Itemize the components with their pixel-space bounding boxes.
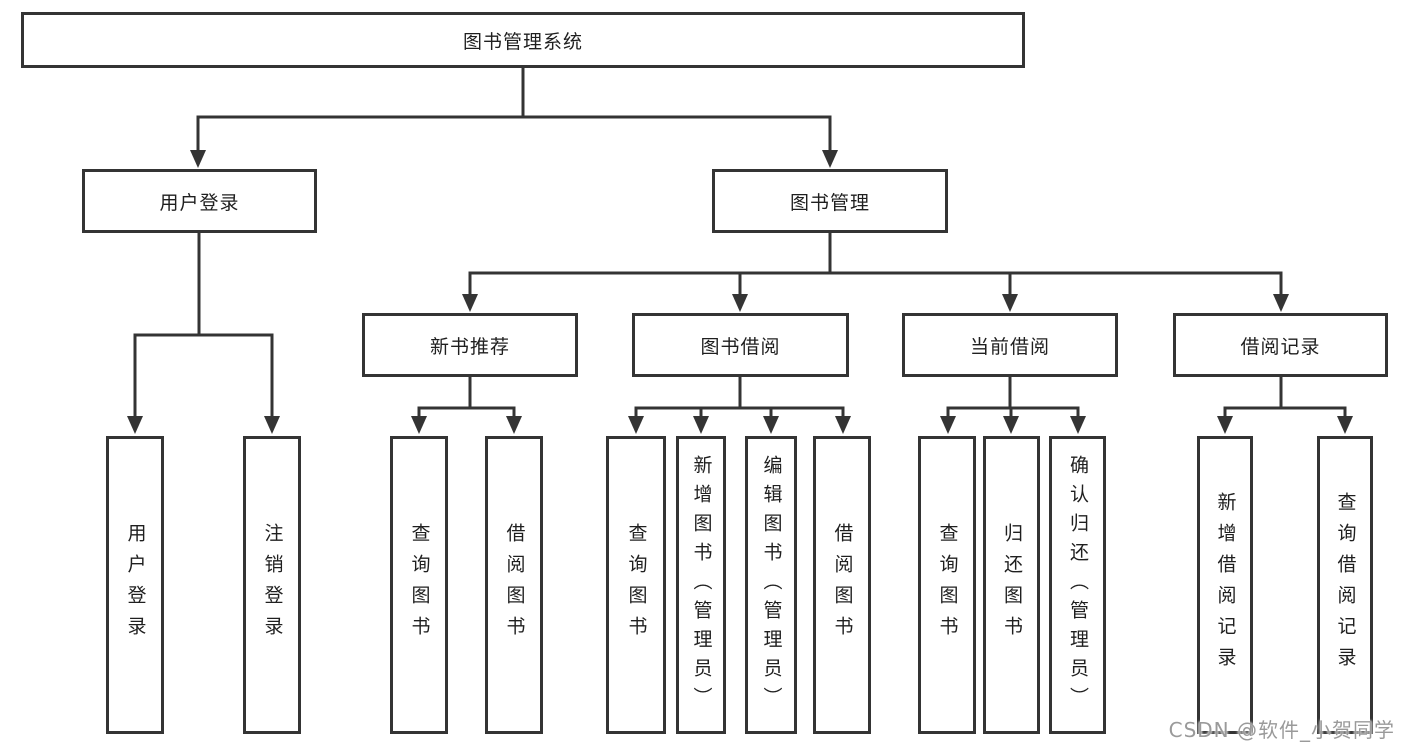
- leaf-label: 注销登录: [261, 523, 284, 647]
- leaf-user-login: 用户登录: [106, 436, 164, 734]
- leaf-label: 借阅图书: [503, 523, 526, 647]
- csdn-watermark: CSDN @软件_小贺同学: [1168, 718, 1395, 742]
- leaf-confirm-return-admin: 确认归还（管理员）: [1049, 436, 1106, 734]
- leaf-current-query-books: 查询图书: [918, 436, 976, 734]
- leaf-label: 查询图书: [936, 523, 959, 647]
- connector-group-borrow: [628, 375, 851, 434]
- leaf-label: 查询图书: [625, 523, 648, 647]
- leaf-label: 新增图书（管理员）: [690, 454, 713, 716]
- node-book-management-branch: 图书管理: [712, 169, 948, 233]
- connector-login-branch: [127, 231, 280, 434]
- connector-group-current: [940, 375, 1086, 434]
- leaf-edit-books-admin: 编辑图书（管理员）: [745, 436, 797, 734]
- node-label: 图书管理: [789, 191, 870, 214]
- connector-root: [190, 66, 838, 168]
- leaf-label: 编辑图书（管理员）: [760, 454, 783, 716]
- connector-group-records: [1217, 375, 1353, 434]
- leaf-label: 查询借阅记录: [1334, 492, 1357, 678]
- node-label: 新书推荐: [429, 335, 510, 358]
- leaf-label: 归还图书: [1001, 523, 1023, 647]
- leaf-label: 确认归还（管理员）: [1067, 454, 1089, 716]
- node-label: 用户登录: [159, 191, 240, 214]
- node-current-borrow: 当前借阅: [902, 313, 1118, 377]
- node-book-borrow: 图书借阅: [632, 313, 849, 377]
- node-label: 图书管理系统: [462, 30, 583, 53]
- connector-group-recommend: [411, 375, 522, 434]
- leaf-recommend-borrow-books: 借阅图书: [485, 436, 543, 734]
- connector-management-branch: [462, 231, 1289, 312]
- leaf-label: 新增借阅记录: [1214, 492, 1237, 678]
- node-user-login-branch: 用户登录: [82, 169, 317, 233]
- leaf-label: 借阅图书: [831, 523, 854, 647]
- leaf-add-books-admin: 新增图书（管理员）: [676, 436, 726, 734]
- leaf-logout: 注销登录: [243, 436, 301, 734]
- node-root-library-system: 图书管理系统: [21, 12, 1025, 68]
- node-label: 当前借阅: [969, 335, 1050, 358]
- leaf-label: 用户登录: [124, 523, 147, 647]
- leaf-borrow-books: 借阅图书: [813, 436, 871, 734]
- node-borrow-records: 借阅记录: [1173, 313, 1388, 377]
- node-label: 借阅记录: [1240, 335, 1321, 358]
- leaf-label: 查询图书: [408, 523, 431, 647]
- node-new-book-recommend: 新书推荐: [362, 313, 578, 377]
- leaf-add-borrow-record: 新增借阅记录: [1197, 436, 1253, 734]
- leaf-return-books: 归还图书: [983, 436, 1040, 734]
- leaf-borrow-query-books: 查询图书: [606, 436, 666, 734]
- leaf-recommend-query-books: 查询图书: [390, 436, 448, 734]
- node-label: 图书借阅: [700, 335, 781, 358]
- leaf-query-borrow-record: 查询借阅记录: [1317, 436, 1373, 734]
